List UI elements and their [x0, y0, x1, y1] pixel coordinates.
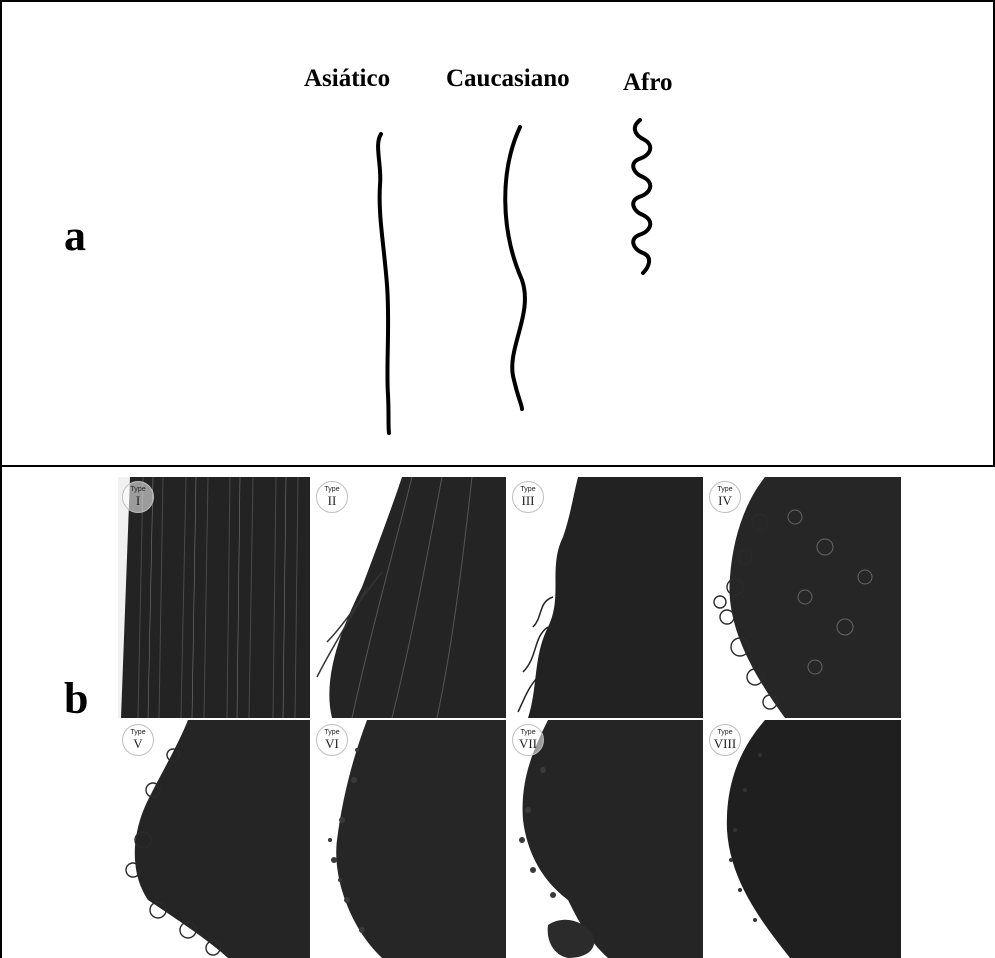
hair-photo-type-7: Type VII — [508, 720, 703, 958]
panel-a-letter: a — [64, 214, 86, 258]
type-badge-5: Type V — [122, 724, 154, 756]
type-badge-3: Type III — [512, 481, 544, 513]
type-badge-8: Type VIII — [709, 724, 741, 756]
hair-photo-type-3: Type III — [508, 477, 703, 718]
label-afro: Afro — [623, 70, 673, 95]
panel-divider — [0, 465, 995, 467]
hair-photo-type-5: Type V — [118, 720, 310, 958]
frame-top-border — [0, 0, 995, 2]
afro-coiled-strand — [625, 115, 665, 280]
type-badge-7: Type VII — [512, 724, 544, 756]
hair-photo-type-1: Type I — [118, 477, 310, 718]
type-badge-4: Type IV — [709, 481, 741, 513]
type-badge-6: Type VI — [316, 724, 348, 756]
caucasian-wavy-strand — [490, 120, 550, 420]
type-badge-numeral: III — [513, 494, 543, 508]
type-badge-numeral: I — [123, 494, 153, 508]
type-badge-numeral: VII — [513, 737, 543, 751]
label-asiatico: Asiático — [304, 66, 390, 91]
hair-photo-type-6: Type VI — [312, 720, 506, 958]
frame-left-border — [0, 0, 2, 958]
type-badge-2: Type II — [316, 481, 348, 513]
panel-b-letter: b — [64, 677, 88, 721]
type-badge-numeral: V — [123, 737, 153, 751]
type-badge-numeral: II — [317, 494, 347, 508]
asian-straight-strand — [360, 125, 410, 440]
type-badge-numeral: IV — [710, 494, 740, 508]
label-caucasiano: Caucasiano — [446, 66, 570, 91]
type-badge-numeral: VIII — [710, 737, 740, 751]
type-badge-numeral: VI — [317, 737, 347, 751]
hair-photo-type-4: Type IV — [705, 477, 901, 718]
hair-photo-type-2: Type II — [312, 477, 506, 718]
hair-photo-type-8: Type VIII — [705, 720, 901, 958]
type-badge-1: Type I — [122, 481, 154, 513]
